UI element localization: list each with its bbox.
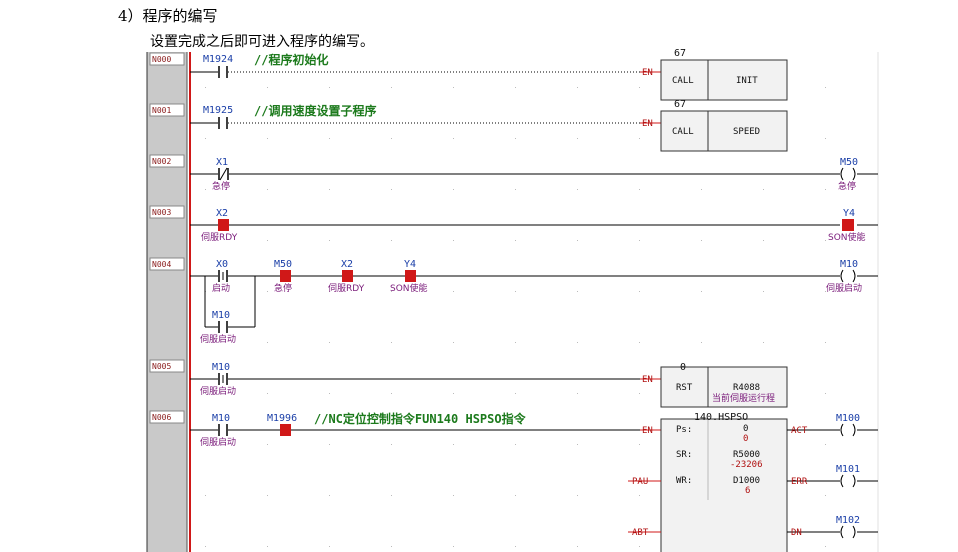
en-label: EN [642, 375, 653, 385]
contact-note: 急停 [212, 180, 230, 192]
contact-Y4[interactable]: Y4 [404, 259, 416, 270]
rung-number-gutter [147, 52, 187, 552]
contact-M1924[interactable]: M1924 [203, 54, 233, 65]
box-number: 0 [680, 362, 686, 373]
rung-N006[interactable]: N006 [149, 410, 185, 424]
contact-X0[interactable]: X0 [216, 259, 228, 270]
coil-M100[interactable]: M100 [836, 413, 860, 424]
contact-note: 启动 [212, 282, 230, 294]
rung-5-logic: EN M10 伺服启动 0 RST R4088 当前伺服运行程 [190, 362, 788, 408]
rung-N005[interactable]: N005 [149, 359, 185, 373]
rung-N002[interactable]: N002 [149, 154, 185, 168]
coil-M101[interactable]: M101 [836, 464, 860, 475]
dn-output: DN [791, 528, 802, 538]
rung-comment: //NC定位控制指令FUN140 HSPSO指令 [314, 411, 527, 426]
rung-number: N005 [152, 362, 171, 371]
rung-2-logic: X1 急停 M50 急停 [190, 157, 878, 192]
coil-M102[interactable]: M102 [836, 515, 860, 526]
param-value: D1000 [733, 476, 760, 486]
contact-M10[interactable]: M10 [212, 413, 230, 424]
coil-note: 急停 [838, 180, 856, 192]
abt-input: ABT [632, 528, 649, 538]
contact-M1996[interactable]: M1996 [267, 413, 297, 424]
pau-input: PAU [632, 477, 648, 487]
param-live: 0 [743, 434, 748, 444]
rung-number: N000 [152, 55, 171, 64]
param-live: 6 [745, 486, 750, 496]
coil-note: 伺服启动 [826, 282, 862, 294]
en-label: EN [642, 426, 653, 436]
rung-4-logic: X0 启动 M50 急停 X2 伺服RDY Y4 SON使能 M10 伺服启动 … [190, 259, 878, 345]
rung-number: N003 [152, 208, 171, 217]
en-label: EN [642, 119, 653, 129]
rung-6-logic: EN M10 伺服启动 M1996 //NC定位控制指令FUN140 HSPSO… [190, 411, 878, 552]
rung-N000[interactable]: N000 [149, 52, 185, 66]
coil-M50[interactable]: M50 [840, 157, 858, 168]
contact-X1[interactable]: X1 [216, 157, 228, 168]
box-arg: SPEED [733, 127, 760, 137]
call-speed-box[interactable]: 67 CALL SPEED [660, 99, 788, 152]
contact-M10[interactable]: M10 [212, 310, 230, 321]
box-arg: R4088 [733, 383, 760, 393]
box-op: RST [676, 383, 693, 393]
rung-number: N002 [152, 157, 171, 166]
contact-note: 伺服启动 [200, 385, 236, 397]
rung-N004[interactable]: N004 [149, 257, 185, 271]
err-output: ERR [791, 477, 808, 487]
contact-note: 伺服启动 [200, 333, 236, 345]
rung-3-logic: X2 伺服RDY Y4 SON使能 [190, 208, 878, 243]
contact-M10[interactable]: M10 [212, 362, 230, 373]
coil-M10[interactable]: M10 [840, 259, 858, 270]
contact-note: 急停 [274, 282, 292, 294]
rung-number: N001 [152, 106, 171, 115]
box-op: CALL [672, 76, 694, 86]
box-number: 67 [674, 48, 686, 59]
contact-M1925[interactable]: M1925 [203, 105, 233, 116]
rung-comment: //程序初始化 [254, 52, 328, 67]
contact-note: 伺服RDY [201, 231, 238, 243]
rung-N003[interactable]: N003 [149, 205, 185, 219]
box-arg: INIT [736, 76, 758, 86]
contact-X2[interactable]: X2 [341, 259, 353, 270]
param-value: 0 [743, 424, 748, 434]
box-number: 67 [674, 99, 686, 110]
box-title: 140.HSPSO [694, 412, 748, 423]
coil-note: SON使能 [828, 231, 866, 243]
rung-1-logic: EN M1925 //调用速度设置子程序 67 CALL SPEED [190, 99, 788, 152]
call-init-box[interactable]: 67 CALL INIT [660, 48, 788, 101]
rung-number: N004 [152, 260, 171, 269]
rst-box[interactable]: 0 RST R4088 当前伺服运行程 [660, 362, 788, 408]
rung-0-logic: EN M1924 //程序初始化 67 CALL INIT [190, 48, 788, 101]
en-label: EN [642, 68, 653, 78]
rung-number: N006 [152, 413, 171, 422]
contact-M50[interactable]: M50 [274, 259, 292, 270]
act-output: ACT [791, 426, 808, 436]
param-value: R5000 [733, 450, 760, 460]
param-key: WR: [676, 476, 692, 486]
box-note: 当前伺服运行程 [712, 392, 775, 404]
contact-X2[interactable]: X2 [216, 208, 228, 219]
rung-comment: //调用速度设置子程序 [254, 103, 376, 118]
contact-note: 伺服启动 [200, 436, 236, 448]
section-subheading: 设置完成之后即可进入程序的编写。 [150, 34, 374, 50]
coil-Y4[interactable]: Y4 [843, 208, 855, 219]
param-live: -23206 [730, 460, 763, 470]
section-heading: 4）程序的编写 [118, 7, 218, 25]
rung-N001[interactable]: N001 [149, 103, 185, 117]
contact-note: 伺服RDY [328, 282, 365, 294]
param-key: SR: [676, 450, 692, 460]
contact-note: SON使能 [390, 282, 428, 294]
box-op: CALL [672, 127, 694, 137]
param-key: Ps: [676, 425, 692, 435]
hspso-box[interactable]: 140.HSPSO Ps: 0 0 SR: R5000 -23206 WR: D… [660, 412, 788, 552]
